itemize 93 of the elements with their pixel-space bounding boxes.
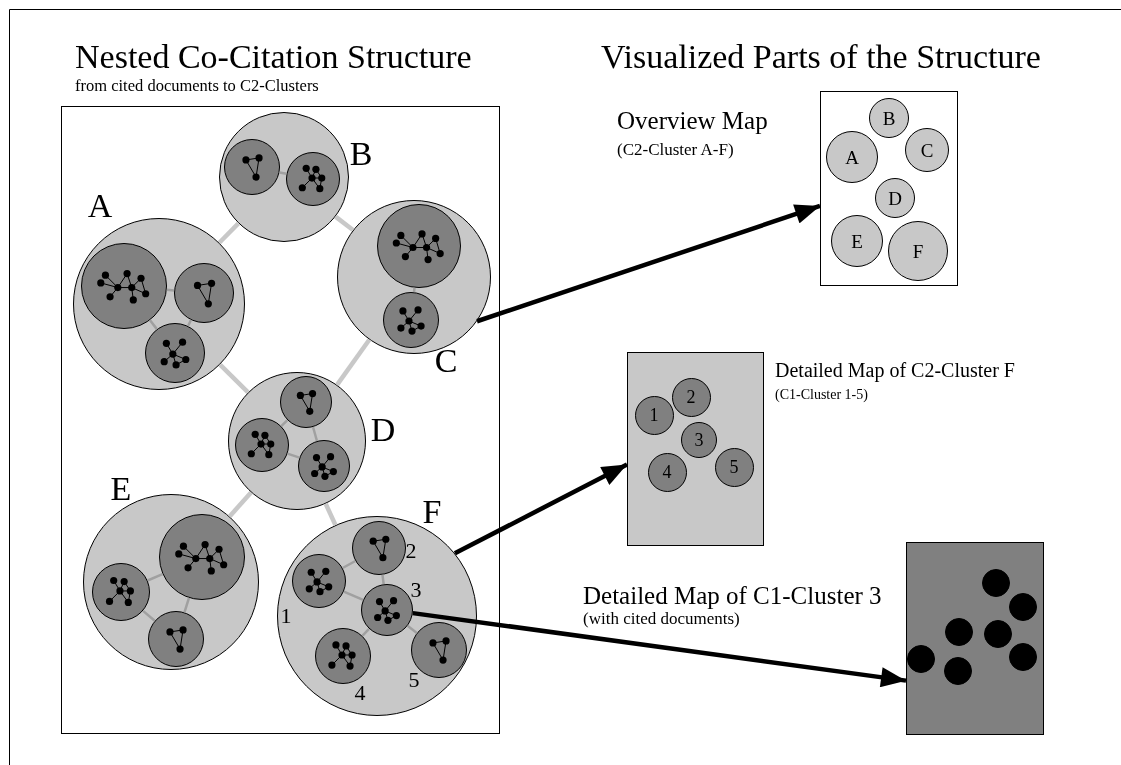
map-title: Overview Map	[617, 108, 768, 133]
link-line	[218, 363, 250, 394]
cluster-label: 3	[694, 431, 704, 449]
heading: Nested Co-Citation Structure	[75, 40, 472, 74]
map-title: Detailed Map of C1-Cluster 3	[583, 583, 882, 608]
subcluster-circle	[145, 323, 205, 383]
cluster-label: A	[845, 147, 859, 167]
heading: Visualized Parts of the Structure	[601, 40, 1041, 74]
map-panel	[906, 542, 1044, 735]
subcluster-circle	[647, 452, 687, 492]
link-line	[361, 627, 370, 637]
document-dot	[944, 657, 972, 685]
subcluster-circle	[298, 440, 350, 492]
cluster-circle	[905, 128, 949, 172]
subcluster-circle	[383, 292, 439, 348]
cluster-label: 5	[408, 669, 420, 691]
cluster-label: 1	[280, 605, 292, 627]
cluster-label: 2	[686, 388, 696, 406]
cluster-label: F	[422, 495, 442, 529]
cluster-circle	[888, 221, 948, 281]
cluster-label: C	[434, 344, 458, 378]
cluster-label: 5	[729, 458, 739, 476]
document-dot	[945, 618, 973, 646]
link-line	[149, 319, 158, 330]
subcluster-circle	[148, 611, 204, 667]
link-line	[342, 559, 356, 570]
cluster-label: 1	[649, 406, 659, 424]
subcluster-circle	[292, 554, 346, 608]
structure-panel	[61, 106, 500, 734]
subcluster-circle	[286, 152, 340, 206]
subcluster-circle	[634, 395, 674, 435]
link-line	[343, 590, 364, 601]
cluster-label: B	[882, 108, 896, 128]
cluster-label: F	[912, 241, 924, 261]
subcluster-circle	[671, 377, 711, 417]
link-line	[335, 338, 372, 387]
subcluster-circle	[361, 584, 413, 636]
cluster-label: C	[920, 140, 934, 160]
subcluster-circle	[224, 139, 280, 195]
link-line	[166, 288, 175, 292]
cluster-circle	[869, 98, 909, 138]
map-panel	[627, 352, 764, 546]
link-line	[142, 609, 156, 622]
subcluster-circle	[92, 563, 150, 621]
map-title: Detailed Map of C2-Cluster F	[775, 360, 1015, 380]
cluster-label: 4	[354, 682, 366, 704]
cluster-label: B	[349, 137, 373, 171]
subcluster-circle	[174, 263, 234, 323]
document-dot	[1009, 643, 1037, 671]
link-line	[287, 452, 300, 459]
link-line	[227, 490, 253, 518]
document-dot	[982, 569, 1010, 597]
link-line	[147, 572, 164, 582]
cluster-label: E	[851, 231, 863, 251]
subcluster-circle	[235, 418, 289, 472]
link-line	[311, 426, 319, 442]
subcluster-circle	[352, 521, 406, 575]
document-dot	[1009, 593, 1037, 621]
subheading: from cited documents to C2-Clusters	[75, 78, 319, 95]
subcluster-circle	[315, 628, 371, 684]
link-line	[412, 287, 416, 293]
cluster-label: 3	[410, 579, 422, 601]
subcluster-circle	[681, 422, 717, 458]
link-line	[381, 574, 385, 585]
subcluster-circle	[280, 376, 332, 428]
subcluster-circle	[714, 447, 754, 487]
link-line	[334, 214, 355, 232]
cluster-label: E	[110, 472, 132, 506]
link-line	[280, 419, 289, 428]
map-subtitle: (with cited documents)	[583, 610, 740, 627]
document-dot	[984, 620, 1012, 648]
cluster-circle	[875, 178, 915, 218]
cluster-label: 4	[662, 463, 672, 481]
link-line	[217, 221, 240, 245]
cluster-label: 2	[405, 540, 417, 562]
link-line	[323, 502, 338, 526]
map-subtitle: (C2-Cluster A-F)	[617, 141, 734, 158]
subcluster-circle	[81, 243, 167, 329]
cluster-label: D	[370, 413, 396, 447]
document-dot	[907, 645, 935, 673]
arrow	[453, 462, 629, 556]
cluster-label: D	[888, 188, 902, 208]
link-line	[183, 597, 191, 613]
link-line	[406, 624, 418, 634]
map-panel	[820, 91, 958, 286]
map-subtitle: (C1-Cluster 1-5)	[775, 388, 868, 402]
arrow	[476, 203, 821, 324]
cluster-label: A	[87, 189, 113, 223]
arrow	[412, 610, 907, 688]
cluster-circle	[831, 215, 883, 267]
link-line	[186, 319, 193, 327]
link-line	[279, 171, 287, 175]
cluster-circle	[826, 131, 878, 183]
